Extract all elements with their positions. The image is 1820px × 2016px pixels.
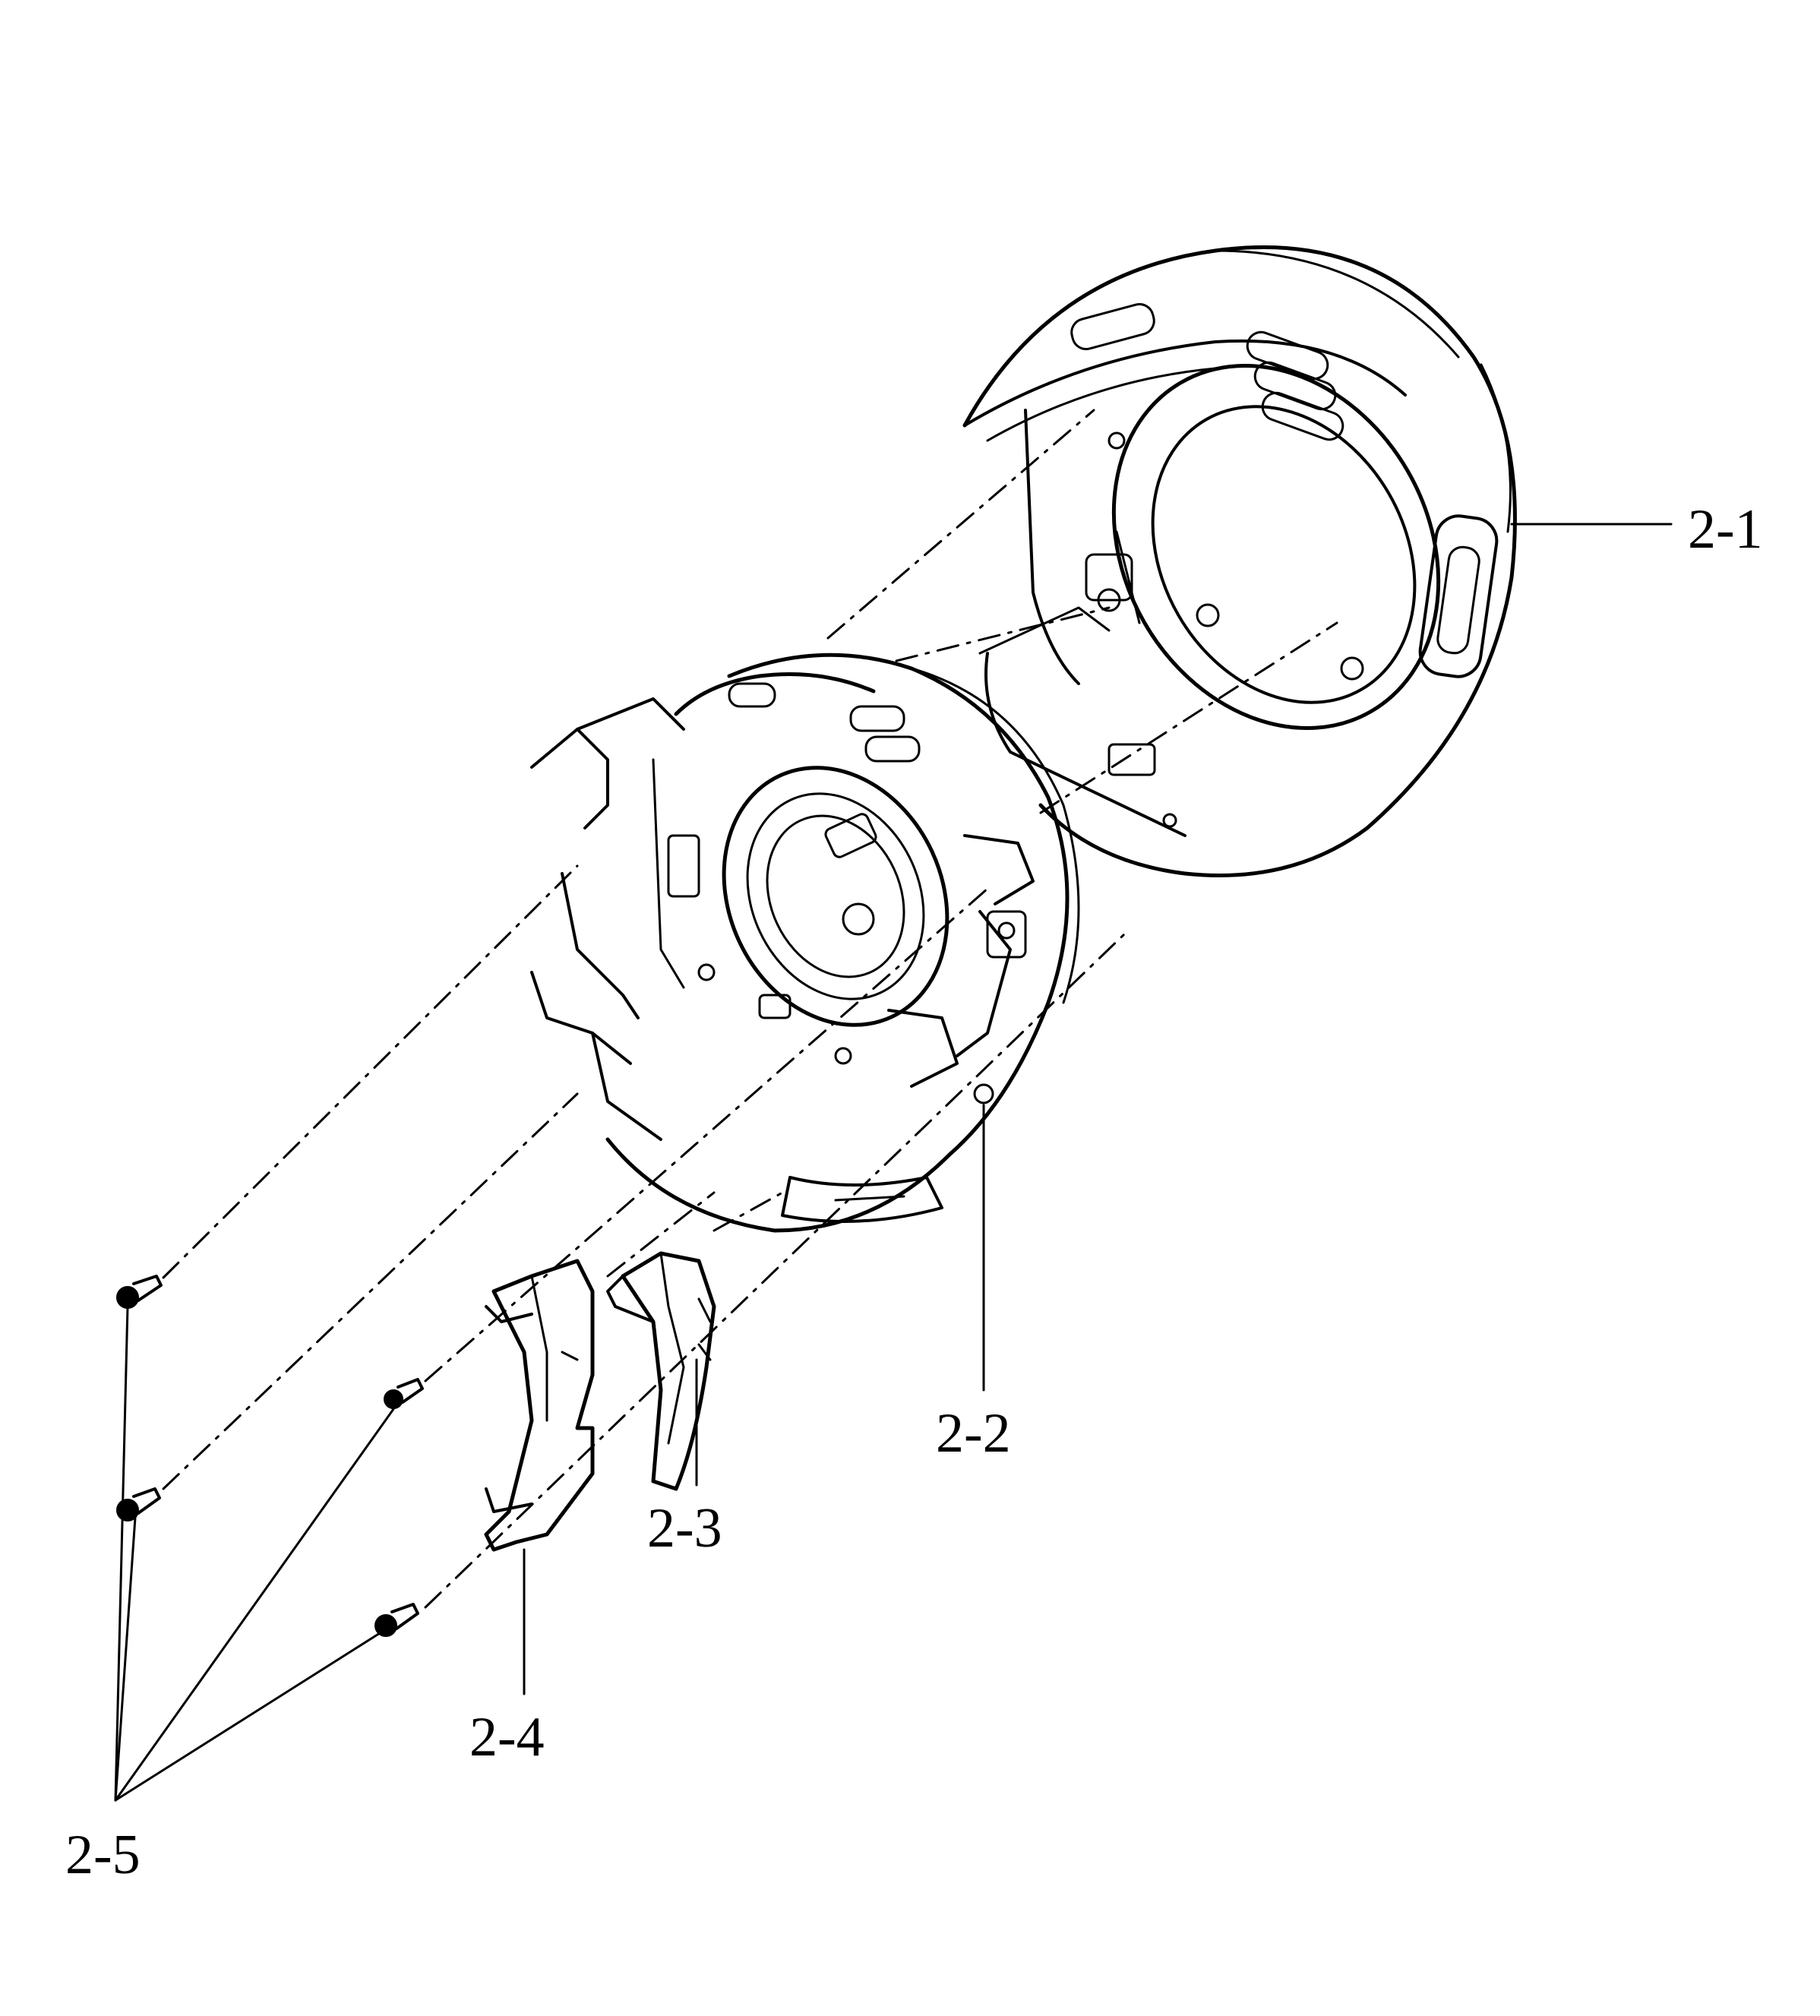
part-front-bracket bbox=[530, 653, 1080, 1233]
callout-label-2-3: 2-3 bbox=[647, 1497, 722, 1559]
callout-label-2-4: 2-4 bbox=[469, 1706, 545, 1768]
leader-2-5c bbox=[114, 1408, 395, 1802]
screw-3 bbox=[384, 1378, 424, 1409]
leader-lines bbox=[114, 523, 1673, 1802]
leader-2-5d bbox=[114, 1632, 381, 1802]
leader-2-5b bbox=[114, 1516, 137, 1802]
part-small-clip bbox=[606, 1251, 716, 1491]
screw-4 bbox=[374, 1603, 419, 1637]
callout-label-2-1: 2-1 bbox=[1688, 498, 1763, 561]
callout-label-2-2: 2-2 bbox=[936, 1402, 1011, 1465]
screw-1 bbox=[116, 1275, 163, 1309]
leader-2-5a bbox=[114, 1305, 129, 1802]
assembly-axis-lines bbox=[162, 409, 1338, 1609]
callout-label-2-5: 2-5 bbox=[65, 1824, 141, 1886]
part-long-latch bbox=[484, 1259, 595, 1552]
part-rear-housing bbox=[962, 245, 1517, 877]
